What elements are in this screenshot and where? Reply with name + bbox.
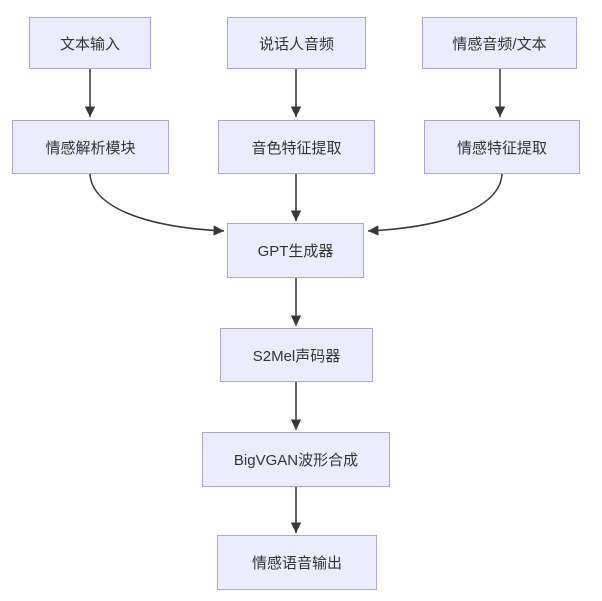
node-emotional-speech-output: 情感语音输出 [217, 535, 377, 590]
node-s2mel-vocoder-label: S2Mel声码器 [252, 347, 341, 365]
node-gpt-generator-label: GPT生成器 [257, 243, 334, 260]
node-emotion-audio-text: 情感音频/文本 [422, 17, 577, 69]
node-text-input: 文本输入 [29, 17, 151, 69]
node-text-input-label: 文本输入 [59, 35, 120, 53]
edge-emotion-parse-to-gpt-arrow [89, 173, 225, 236]
edge-emotion-extract-to-gpt-arrow [367, 173, 503, 236]
node-bigvgan-waveform-synthesis-label: BigVGAN波形合成 [233, 452, 359, 469]
node-gpt-generator: GPT生成器 [227, 223, 364, 278]
node-timbre-feature-extract: 音色特征提取 [218, 120, 375, 174]
node-bigvgan-waveform-synthesis: BigVGAN波形合成 [202, 432, 390, 487]
node-s2mel-vocoder: S2Mel声码器 [220, 328, 373, 382]
node-speaker-audio: 说话人音频 [227, 17, 366, 69]
node-emotional-speech-output-label: 情感语音输出 [251, 555, 342, 572]
node-speaker-audio-label: 说话人音频 [258, 35, 334, 53]
node-timbre-feature-extract-label: 音色特征提取 [251, 139, 342, 157]
node-emotion-feature-extract-label: 情感特征提取 [456, 139, 547, 157]
node-emotion-parse-module: 情感解析模块 [12, 120, 169, 174]
node-emotion-parse-module-label: 情感解析模块 [45, 139, 136, 157]
node-emotion-feature-extract: 情感特征提取 [424, 120, 580, 174]
node-emotion-audio-text-label: 情感音频/文本 [452, 35, 547, 53]
